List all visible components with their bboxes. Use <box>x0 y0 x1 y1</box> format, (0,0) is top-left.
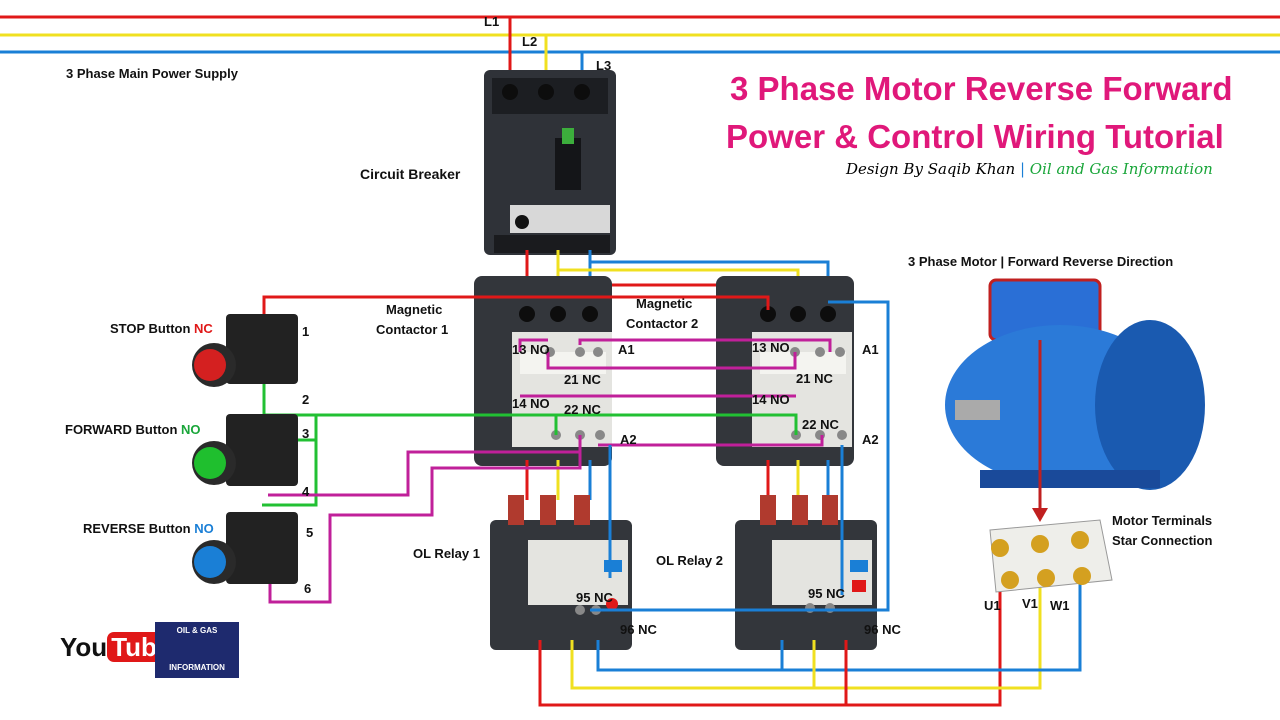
c2-terminal-a1: A1 <box>862 342 879 357</box>
credit-designer: Design By Saqib Khan <box>846 160 1016 178</box>
youtube-you: You <box>60 632 108 662</box>
forward-button-label: FORWARD Button NO <box>65 422 201 437</box>
c1-terminal-a1: A1 <box>618 342 635 357</box>
stop-button <box>192 314 298 387</box>
reverse-button-label: REVERSE Button NO <box>83 521 214 536</box>
reverse-button-text: REVERSE Button <box>83 521 191 536</box>
c2-terminal-21: 21 NC <box>796 371 833 386</box>
c2-terminal-a2: A2 <box>862 432 879 447</box>
c2-terminal-13: 13 NO <box>752 340 790 355</box>
terminal-w1: W1 <box>1050 598 1070 613</box>
motor-label: 3 Phase Motor | Forward Reverse Directio… <box>908 254 1174 269</box>
contactor-1-label-a: Magnetic <box>386 302 443 317</box>
stop-button-type: NC <box>194 321 213 336</box>
l3-label: L3 <box>596 58 612 73</box>
c1-terminal-14: 14 NO <box>512 396 550 411</box>
terminal-number-3: 3 <box>302 426 310 441</box>
circuit-breaker-label: Circuit Breaker <box>360 166 461 182</box>
c2-terminal-22: 22 NC <box>802 417 839 432</box>
ol1-terminal-96: 96 NC <box>620 622 657 637</box>
oil-gas-logo-line1: OIL & GAS <box>176 626 218 635</box>
c1-terminal-a2: A2 <box>620 432 637 447</box>
terminals-label-b: Star Connection <box>1112 533 1213 548</box>
supply-label: 3 Phase Main Power Supply <box>66 66 238 81</box>
forward-button-type: NO <box>181 422 201 437</box>
terminal-number-4: 4 <box>302 484 310 499</box>
forward-button <box>192 414 298 486</box>
credit-channel: Oil and Gas Information <box>1029 160 1213 178</box>
terminal-number-6: 6 <box>304 581 312 596</box>
title-line-1: 3 Phase Motor Reverse Forward <box>730 70 1233 107</box>
terminal-v1: V1 <box>1022 596 1038 611</box>
magnetic-contactor-1 <box>474 276 612 466</box>
c2-terminal-14: 14 NO <box>752 392 790 407</box>
terminal-u1: U1 <box>984 598 1001 613</box>
terminal-number-1: 1 <box>302 324 310 339</box>
oil-gas-logo-line2: INFORMATION <box>169 663 225 672</box>
reverse-button <box>192 512 298 584</box>
forward-button-text: FORWARD Button <box>65 422 178 437</box>
reverse-button-type: NO <box>194 521 214 536</box>
ol1-terminal-95: 95 NC <box>576 590 613 605</box>
credit-separator: | <box>1019 160 1025 178</box>
c1-terminal-13: 13 NO <box>512 342 550 357</box>
terminal-number-5: 5 <box>306 525 314 540</box>
ol-relay-2-label: OL Relay 2 <box>656 553 723 568</box>
oil-gas-logo: OIL & GAS INFORMATION <box>155 622 239 678</box>
contactor-1-label-b: Contactor 1 <box>376 322 449 337</box>
c1-terminal-21: 21 NC <box>564 372 601 387</box>
ol2-terminal-96: 96 NC <box>864 622 901 637</box>
contactor-2-label-a: Magnetic <box>636 296 693 311</box>
ol-relay-1-label: OL Relay 1 <box>413 546 480 561</box>
ol2-terminal-95: 95 NC <box>808 586 845 601</box>
stop-button-text: STOP Button <box>110 321 191 336</box>
title-line-2: Power & Control Wiring Tutorial <box>726 118 1224 155</box>
three-phase-motor <box>945 278 1205 522</box>
circuit-breaker <box>484 70 616 255</box>
motor-output-wires <box>538 575 1082 707</box>
magnetic-contactor-2 <box>716 276 854 466</box>
c1-terminal-22: 22 NC <box>564 402 601 417</box>
terminals-label-a: Motor Terminals <box>1112 513 1213 528</box>
contactor-2-label-b: Contactor 2 <box>626 316 699 331</box>
l1-label: L1 <box>484 14 500 29</box>
supply-lines <box>0 15 1280 95</box>
credit-line: Design By Saqib Khan | Oil and Gas Infor… <box>846 160 1213 178</box>
motor-terminal-block <box>989 519 1113 593</box>
terminal-number-2: 2 <box>302 392 310 407</box>
l2-label: L2 <box>522 34 538 49</box>
stop-button-label: STOP Button NC <box>110 321 213 336</box>
overload-relay-2 <box>735 495 877 650</box>
